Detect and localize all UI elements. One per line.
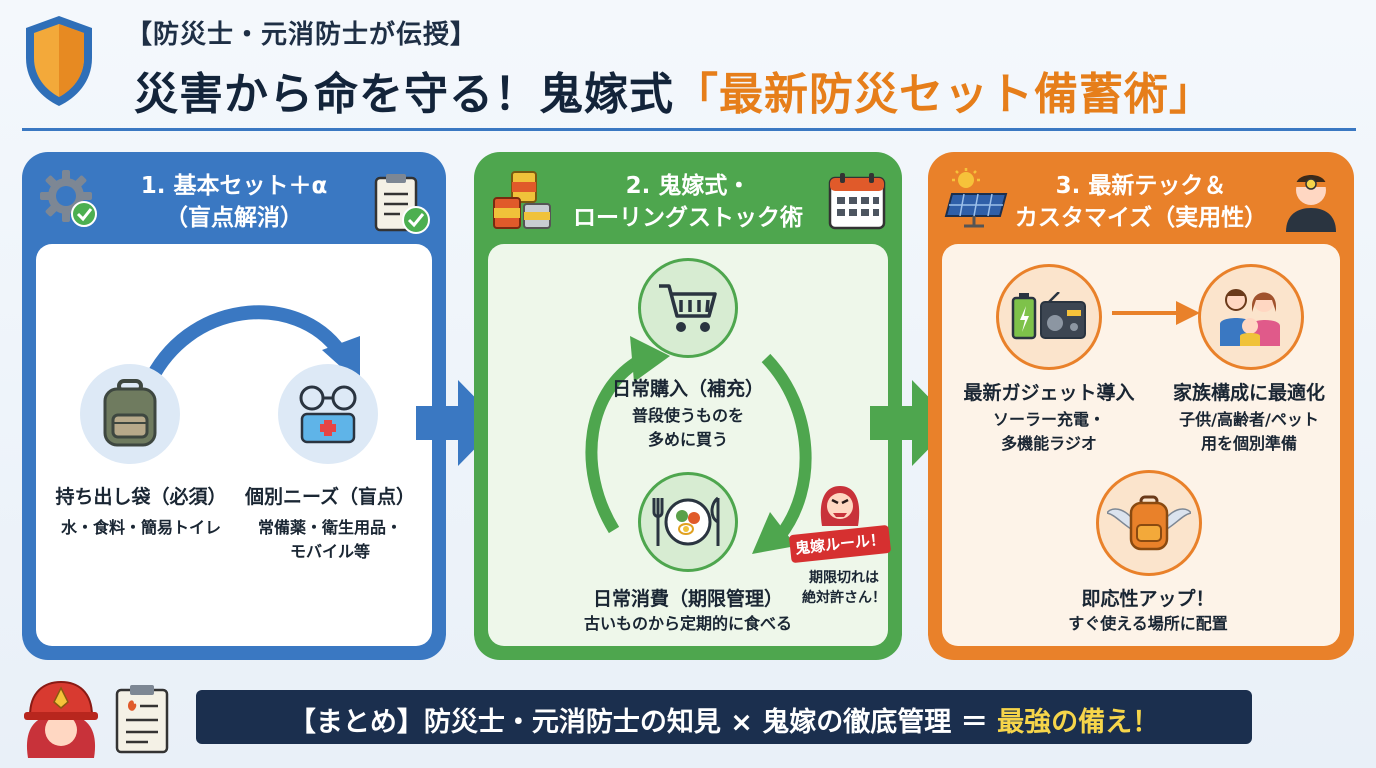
angry-wife-icon <box>820 486 860 526</box>
quick-circle <box>1096 470 1202 576</box>
item-detail: 用を個別準備 <box>1200 434 1297 453</box>
panel-body: 日常購入（補充） 普段使うものを 多めに買う 日常消費（期限管理） 古いものから… <box>488 244 888 646</box>
glasses-medkit-icon <box>299 385 357 444</box>
cycle-label: 日常購入（補充） <box>611 378 764 400</box>
person-headlamp-icon <box>1286 175 1336 232</box>
backpack-circle <box>80 364 180 464</box>
item-detail: 子供/高齢者/ペット <box>1179 410 1319 429</box>
winged-backpack-icon <box>1107 495 1191 551</box>
header-divider <box>22 128 1356 131</box>
arrow-right-small <box>1112 301 1200 325</box>
panel-title-line1: 3. 最新テック＆ <box>1055 173 1227 199</box>
panel-tech-custom: 3. 最新テック＆ カスタマイズ（実用性） <box>928 152 1354 660</box>
panel-title: 2. 鬼嫁式・ ローリングストック術 <box>474 170 902 234</box>
item-label: 即応性アップ！ <box>1081 588 1215 610</box>
cycle-detail: 多めに買う <box>647 430 728 449</box>
clipboard-icon <box>115 685 169 754</box>
personal-needs-circle <box>278 364 378 464</box>
cycle-detail: 古いものから定期的に食べる <box>583 614 792 633</box>
gadget-circle <box>996 264 1102 370</box>
panel-title-line2: ローリングストック術 <box>573 205 803 231</box>
clipboard-check-icon <box>374 174 430 234</box>
shield-icon <box>26 16 92 106</box>
summary-text-main: 【まとめ】防災士・元消防士の知見 × 鬼嫁の徹底管理 ＝ <box>288 707 998 738</box>
cycle-arrows <box>585 336 812 554</box>
battery-radio-icon <box>1011 292 1086 340</box>
consume-circle <box>638 472 738 572</box>
summary-text-highlight: 最強の備え！ <box>997 707 1160 738</box>
calendar-icon <box>828 173 886 230</box>
pre-title: 【防災士・元消防士が伝授】 <box>126 20 478 50</box>
item-label: 個別ニーズ（盲点） <box>244 486 416 508</box>
panel-title-line2: （盲点解消） <box>165 205 303 231</box>
rule-text-line1: 期限切れは <box>809 570 879 586</box>
canned-food-icon <box>493 171 551 229</box>
panel-basic-set: 1. 基本セット＋α （盲点解消） <box>22 152 446 660</box>
panel-title-line1: 2. 鬼嫁式・ <box>625 173 751 199</box>
shopping-cart-icon <box>659 284 717 332</box>
summary-text: 【まとめ】防災士・元消防士の知見 × 鬼嫁の徹底管理 ＝ 最強の備え！ <box>196 700 1252 739</box>
item-detail: すぐ使える場所に配置 <box>1068 614 1228 633</box>
title-highlight: 「最新防災セット備蓄術」 <box>674 69 1214 120</box>
panel-title-line2: カスタマイズ（実用性） <box>1014 205 1268 231</box>
item-label: 家族構成に最適化 <box>1172 382 1325 404</box>
family-circle <box>1198 264 1304 370</box>
panel-title: 3. 最新テック＆ カスタマイズ（実用性） <box>928 170 1354 234</box>
panel-body: 持ち出し袋（必須） 水・食料・簡易トイレ 個別ニーズ（盲点） 常備薬・衛生用品・… <box>36 244 432 646</box>
panel-title-line1: 1. 基本セット＋α <box>140 173 328 199</box>
family-icon <box>1220 289 1280 346</box>
plate-food-icon <box>652 496 720 546</box>
item-detail: 常備薬・衛生用品・ <box>257 518 402 537</box>
gear-check-icon <box>40 170 97 227</box>
page-title: 災害から命を守る！鬼嫁式「最新防災セット備蓄術」 <box>134 58 1214 122</box>
cycle-detail: 普段使うものを <box>631 406 744 425</box>
item-label: 最新ガジェット導入 <box>963 382 1135 404</box>
backpack-icon <box>103 379 157 447</box>
item-detail: 多機能ラジオ <box>1001 434 1097 453</box>
rule-text-line2: 絶対許さん！ <box>802 590 886 606</box>
summary-banner: 【まとめ】防災士・元消防士の知見 × 鬼嫁の徹底管理 ＝ 最強の備え！ <box>196 690 1252 744</box>
item-detail: 水・食料・簡易トイレ <box>60 518 221 537</box>
panel-rolling-stock: 2. 鬼嫁式・ ローリングストック術 日常購入（補充） <box>474 152 902 660</box>
fire-helmet-icon <box>24 680 98 758</box>
buy-circle <box>638 258 738 358</box>
title-main: 災害から命を守る！鬼嫁式 <box>134 69 674 120</box>
panel-body: 最新ガジェット導入 ソーラー充電・ 多機能ラジオ 家族構成に最適化 子供/高齢者… <box>942 244 1340 646</box>
cycle-label: 日常消費（期限管理） <box>592 588 783 610</box>
item-label: 持ち出し袋（必須） <box>55 486 227 508</box>
item-detail: モバイル等 <box>289 542 370 561</box>
panel-title: 1. 基本セット＋α （盲点解消） <box>22 170 446 234</box>
item-detail: ソーラー充電・ <box>992 410 1105 429</box>
solar-panel-icon <box>944 168 1008 228</box>
